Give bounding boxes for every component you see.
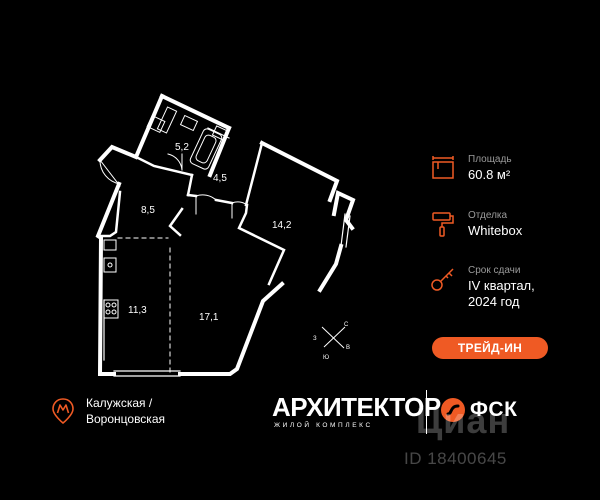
floor-plan-icon	[432, 156, 454, 179]
logo-divider	[426, 390, 427, 434]
key-icon	[431, 268, 454, 291]
metro-stations: Калужская / Воронцовская	[52, 395, 165, 427]
logo-sub-text: ЖИЛОЙ КОМПЛЕКС	[274, 422, 373, 429]
shelf	[156, 106, 178, 134]
trade-in-button[interactable]: ТРЕЙД-ИН	[432, 337, 548, 359]
room-area-label: 8,5	[141, 205, 155, 216]
room-area-label: 17,1	[199, 312, 219, 323]
fsk-icon	[441, 398, 465, 422]
fixtures	[103, 106, 229, 319]
logo-main-text: АРХИТЕКТОР	[272, 392, 441, 422]
compass-north: С	[344, 322, 349, 328]
room-area-label: 14,2	[272, 220, 292, 231]
area-value: 60.8 м²	[468, 167, 511, 182]
kitchen-sink	[103, 257, 117, 273]
finish-value: Whitebox	[468, 223, 523, 238]
metro-icon	[52, 398, 74, 424]
toilet	[211, 125, 229, 141]
sink	[179, 114, 199, 132]
bath-inner	[195, 134, 217, 164]
fridge	[103, 239, 117, 251]
metro-station-names: Калужская / Воронцовская	[86, 396, 165, 426]
info-deadline: Срок сдачи IV квартал, 2024 год	[430, 264, 535, 310]
room-area-label: 5,2	[175, 142, 189, 153]
bathtub	[189, 128, 223, 170]
info-finish: Отделка Whitebox	[430, 209, 522, 239]
interior-walls	[98, 94, 286, 286]
exterior-walls	[95, 93, 356, 376]
fsk-text: ФСК	[470, 398, 518, 421]
room-area-label: 4,5	[213, 173, 227, 184]
fsk-logo: ФСК	[440, 397, 517, 423]
compass: С З В Ю	[313, 322, 350, 361]
area-label: Площадь	[468, 154, 512, 165]
deadline-value: IV квартал, 2024 год	[468, 278, 535, 309]
room-area-label: 11,3	[128, 305, 147, 316]
deadline-label: Срок сдачи	[468, 265, 521, 276]
compass-east: В	[346, 345, 350, 351]
watermark-id: ID 18400645	[404, 449, 507, 468]
zone-divider	[117, 237, 171, 373]
finish-label: Отделка	[468, 210, 508, 221]
brand-logo: АРХИТЕКТОР ЖИЛОЙ КОМПЛЕКС	[272, 394, 441, 429]
compass-west: З	[313, 336, 317, 342]
info-area: Площадь 60.8 м²	[430, 153, 512, 183]
paint-roller-icon	[432, 212, 454, 237]
stove	[103, 299, 119, 319]
doors	[99, 153, 248, 219]
compass-south: Ю	[323, 355, 329, 361]
watermark-brand: Циан	[416, 400, 511, 441]
washer	[146, 114, 166, 134]
